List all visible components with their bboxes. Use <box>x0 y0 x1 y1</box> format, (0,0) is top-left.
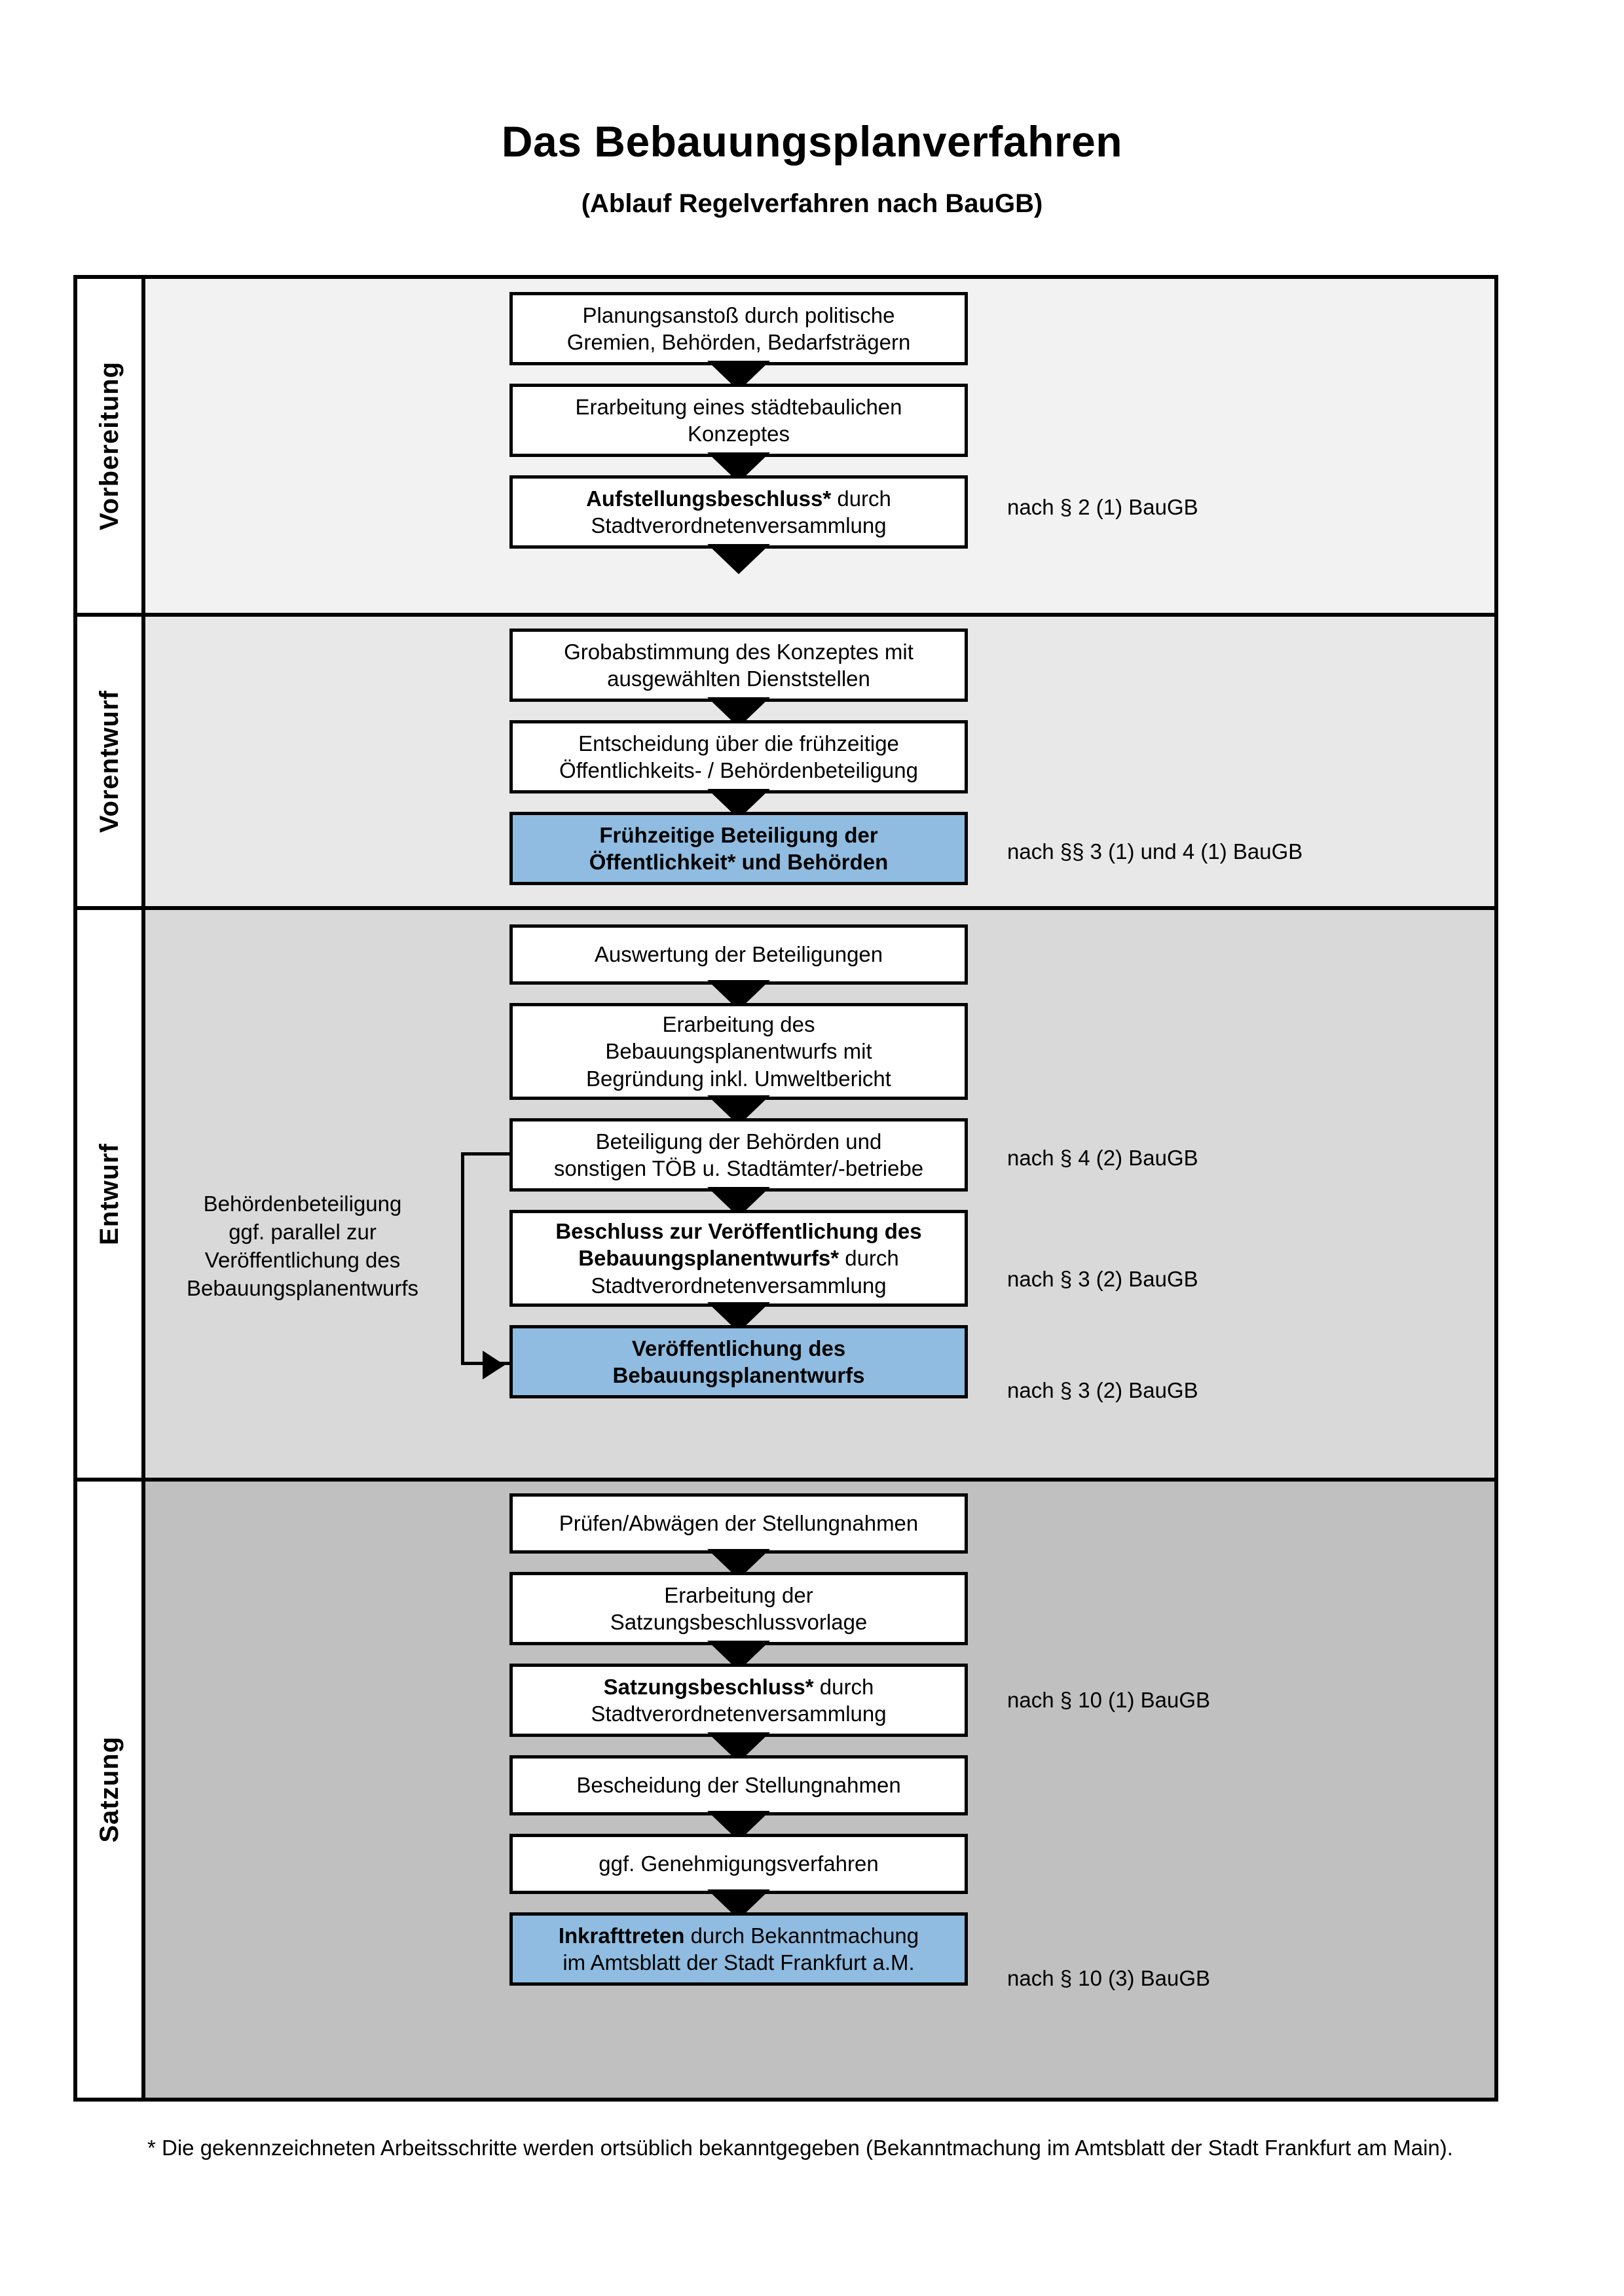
step-line-3: Begründung inkl. Umweltbericht <box>586 1066 891 1091</box>
note-line-3: Veröffentlichung des <box>204 1247 401 1272</box>
process-diagram: Vorbereitung Planungsanstoß durch politi… <box>73 275 1498 2102</box>
step-line-2: durch <box>839 1246 899 1271</box>
step-line-1: Planungsanstoß durch politische <box>582 302 895 327</box>
ref-behoerdenbeteiligung: nach § 4 (2) BauGB <box>1007 1146 1198 1170</box>
ref-inkrafttreten: nach § 10 (3) BauGB <box>1007 1966 1211 1990</box>
step-line-2: Stadtverordnetenversammlung <box>591 1702 887 1726</box>
step-bold-prefix: Aufstellungsbeschluss* <box>586 486 832 511</box>
ref-satzungsbeschluss: nach § 10 (1) BauGB <box>1007 1688 1211 1712</box>
step-line-2: Öffentlichkeits- / Behördenbeteiligung <box>559 758 918 782</box>
step-line-1: Entscheidung über die frühzeitige <box>578 731 899 756</box>
step-line-1: Prüfen/Abwägen der Stellungnahmen <box>559 1511 919 1536</box>
step-planungsanstoss[interactable]: Planungsanstoß durch politische Gremien,… <box>509 292 968 365</box>
step-line-2: Gremien, Behörden, Bedarfsträgern <box>566 330 911 354</box>
step-line-3: Stadtverordnetenversammlung <box>591 1273 887 1298</box>
parallel-connector-bracket <box>461 1152 511 1365</box>
step-fruehzeitige-beteiligung[interactable]: Frühzeitige Beteiligung der Öffentlichke… <box>509 812 968 885</box>
phase-label-text: Vorentwurf <box>94 689 124 833</box>
step-line-2: Konzeptes <box>688 422 790 446</box>
step-line-1: Auswertung der Beteiligungen <box>594 942 883 967</box>
phase-row-vorentwurf: Vorentwurf Grobabstimmung des Konzeptes … <box>77 613 1494 906</box>
phase-label-satzung: Satzung <box>77 1482 145 2098</box>
step-erarbeitung-bebauungsplanentwurf[interactable]: Erarbeitung des Bebauungsplanentwurfs mi… <box>509 1003 968 1100</box>
step-line-1: Erarbeitung eines städtebaulichen <box>575 394 902 419</box>
step-satzungsbeschluss[interactable]: Satzungsbeschluss* durch Stadtverordnete… <box>509 1664 968 1737</box>
phase-body-entwurf: Auswertung der Beteiligungen Erarbeitung… <box>145 910 1494 1478</box>
step-line-1: Frühzeitige Beteiligung der <box>599 822 878 847</box>
title-block: Das Bebauungsplanverfahren (Ablauf Regel… <box>0 118 1624 219</box>
ref-veroeffentlichung: nach § 3 (2) BauGB <box>1007 1378 1198 1402</box>
page-title: Das Bebauungsplanverfahren <box>501 117 1123 166</box>
phase-label-text: Satzung <box>94 1736 124 1843</box>
phase-row-vorbereitung: Vorbereitung Planungsanstoß durch politi… <box>77 279 1494 613</box>
step-line-1: durch Bekanntmachung <box>684 1923 919 1948</box>
step-bescheidung-stellungnahmen[interactable]: Bescheidung der Stellungnahmen <box>509 1755 968 1815</box>
step-inkrafttreten[interactable]: Inkrafttreten durch Bekanntmachung im Am… <box>509 1912 968 1986</box>
note-line-2: ggf. parallel zur <box>229 1219 377 1244</box>
phase-row-satzung: Satzung Prüfen/Abwägen der Stellungnahme… <box>77 1478 1494 2098</box>
step-line-1: Beteiligung der Behörden und <box>595 1129 882 1154</box>
step-line-1: Bescheidung der Stellungnahmen <box>576 1773 901 1798</box>
step-staedtebauliches-konzept[interactable]: Erarbeitung eines städtebaulichen Konzep… <box>509 384 968 457</box>
arrow-right-icon <box>483 1351 505 1379</box>
phase-label-text: Entwurf <box>94 1142 124 1245</box>
footnote: * Die gekennzeichneten Arbeitsschritte w… <box>147 2136 1453 2160</box>
ref-beschluss-veroeffentlichung: nach § 3 (2) BauGB <box>1007 1267 1198 1291</box>
step-line-2: Bebauungsplanentwurfs <box>612 1363 865 1387</box>
phase-row-entwurf: Entwurf Auswertung der Beteiligungen Era… <box>77 906 1494 1478</box>
step-line-2: sonstigen TÖB u. Stadtämter/-betriebe <box>553 1156 924 1180</box>
step-line-1: Grobabstimmung des Konzeptes mit <box>564 639 913 664</box>
step-genehmigungsverfahren[interactable]: ggf. Genehmigungsverfahren <box>509 1834 968 1894</box>
step-line-1: Erarbeitung der <box>664 1582 813 1607</box>
step-entscheidung-fruehzeitige-beteiligung[interactable]: Entscheidung über die frühzeitige Öffent… <box>509 720 968 793</box>
step-bold-prefix: Satzungsbeschluss* <box>603 1674 814 1699</box>
note-line-1: Behördenbeteiligung <box>203 1192 402 1216</box>
page-subtitle: (Ablauf Regelverfahren nach BauGB) <box>581 189 1043 218</box>
step-line-1: Veröffentlichung des <box>631 1336 846 1360</box>
phase-body-satzung: Prüfen/Abwägen der Stellungnahmen Erarbe… <box>145 1482 1494 2098</box>
step-bold-prefix: Inkrafttreten <box>558 1923 685 1948</box>
step-line-2: im Amtsblatt der Stadt Frankfurt a.M. <box>563 1950 915 1975</box>
parallel-process-note: Behördenbeteiligung ggf. parallel zur Ve… <box>165 1190 440 1303</box>
arrow-down-icon <box>707 544 770 574</box>
step-line-1: Beschluss zur Veröffentlichung des <box>555 1219 922 1244</box>
step-line-1: durch <box>813 1674 874 1699</box>
step-line-2: Satzungsbeschlussvorlage <box>610 1610 868 1634</box>
step-bold-prefix: Bebauungsplanentwurfs* <box>578 1246 840 1271</box>
phase-label-vorbereitung: Vorbereitung <box>77 279 145 613</box>
step-line-1: durch <box>831 486 891 511</box>
phase-body-vorbereitung: Planungsanstoß durch politische Gremien,… <box>145 279 1494 613</box>
step-line-2: Öffentlichkeit* und Behörden <box>589 850 889 874</box>
step-veroeffentlichung-entwurf[interactable]: Veröffentlichung des Bebauungsplanentwur… <box>509 1325 968 1398</box>
step-erarbeitung-satzungsbeschlussvorlage[interactable]: Erarbeitung der Satzungsbeschlussvorlage <box>509 1572 968 1645</box>
step-beschluss-veroeffentlichung[interactable]: Beschluss zur Veröffentlichung des Bebau… <box>509 1210 968 1307</box>
phase-label-vorentwurf: Vorentwurf <box>77 617 145 906</box>
ref-fruehzeitige-beteiligung: nach §§ 3 (1) und 4 (1) BauGB <box>1007 839 1303 864</box>
phase-label-entwurf: Entwurf <box>77 910 145 1478</box>
step-line-1: ggf. Genehmigungsverfahren <box>599 1851 879 1876</box>
note-line-4: Bebauungsplanentwurfs <box>186 1275 419 1300</box>
phase-body-vorentwurf: Grobabstimmung des Konzeptes mit ausgewä… <box>145 617 1494 906</box>
step-beteiligung-behoerden-toeb[interactable]: Beteiligung der Behörden und sonstigen T… <box>509 1118 968 1192</box>
phase-label-text: Vorbereitung <box>94 361 124 530</box>
step-line-2: Stadtverordnetenversammlung <box>591 513 887 538</box>
step-line-2: ausgewählten Dienststellen <box>607 666 870 691</box>
step-auswertung-beteiligungen[interactable]: Auswertung der Beteiligungen <box>509 924 968 985</box>
step-line-1: Erarbeitung des <box>662 1012 815 1037</box>
step-line-2: Bebauungsplanentwurfs mit <box>605 1039 872 1064</box>
ref-aufstellungsbeschluss: nach § 2 (1) BauGB <box>1007 495 1198 519</box>
step-aufstellungsbeschluss[interactable]: Aufstellungsbeschluss* durch Stadtverord… <box>509 475 968 549</box>
step-pruefen-abwaegen[interactable]: Prüfen/Abwägen der Stellungnahmen <box>509 1493 968 1554</box>
step-grobabstimmung[interactable]: Grobabstimmung des Konzeptes mit ausgewä… <box>509 629 968 702</box>
